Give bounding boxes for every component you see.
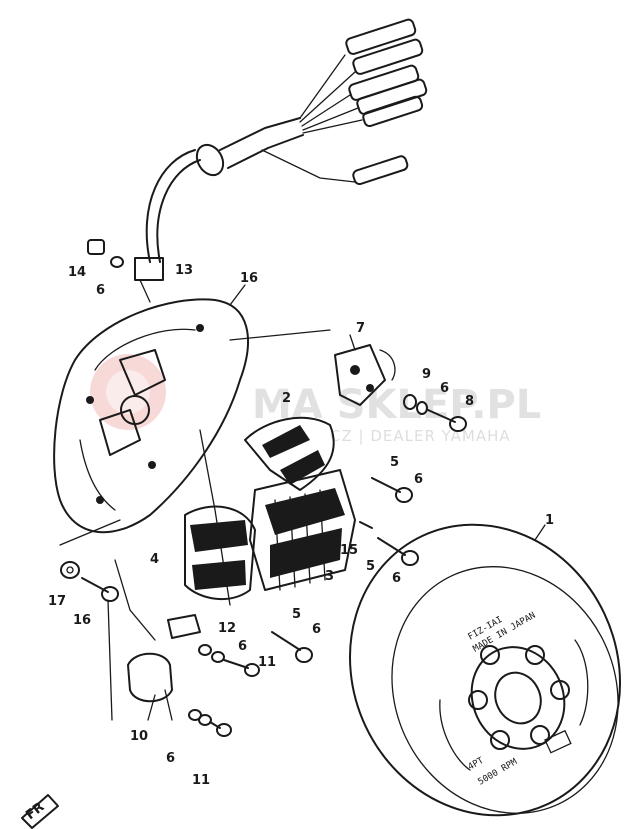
callout-2: 2 bbox=[282, 391, 291, 406]
stator-base-plate bbox=[53, 298, 249, 534]
watermark: MA SKLEP.PL CZ | DEALER YAMAHA bbox=[90, 354, 541, 445]
callout-6: 6 bbox=[96, 283, 105, 298]
callout-11: 11 bbox=[192, 773, 210, 788]
callout-11: 11 bbox=[258, 655, 276, 670]
wire-harness bbox=[145, 18, 428, 263]
callout-6: 6 bbox=[166, 751, 175, 766]
callout-5: 5 bbox=[390, 455, 399, 470]
callout-6: 6 bbox=[414, 472, 423, 487]
callout-15: 15 bbox=[340, 543, 358, 558]
contact-breaker bbox=[334, 344, 467, 432]
screw-set bbox=[271, 477, 419, 663]
source-coil bbox=[244, 416, 335, 491]
callout-3: 3 bbox=[325, 569, 334, 584]
callout-5: 5 bbox=[366, 559, 375, 574]
callout-14: 14 bbox=[68, 265, 86, 280]
callout-13: 13 bbox=[175, 263, 193, 278]
callout-numbers: 14 6 13 16 7 9 6 8 2 5 6 4 15 3 5 6 1 17… bbox=[48, 263, 554, 788]
callout-12: 12 bbox=[218, 621, 236, 636]
callout-6: 6 bbox=[312, 622, 321, 637]
callout-9: 9 bbox=[422, 367, 431, 382]
callout-7: 7 bbox=[356, 321, 365, 336]
condenser bbox=[127, 652, 232, 737]
flywheel-text-3: 4PT bbox=[467, 756, 487, 773]
bolt-and-washer bbox=[60, 561, 119, 602]
callout-16: 16 bbox=[73, 613, 91, 628]
pulser-coil bbox=[184, 429, 256, 606]
bracket bbox=[167, 614, 260, 677]
watermark-sub-text: CZ | DEALER YAMAHA bbox=[330, 427, 511, 445]
wire-clamp bbox=[87, 239, 164, 303]
callout-1: 1 bbox=[545, 513, 554, 528]
callout-4: 4 bbox=[150, 552, 159, 567]
callout-5: 5 bbox=[292, 607, 301, 622]
front-direction-mark: FR bbox=[21, 794, 59, 829]
callout-16: 16 bbox=[240, 271, 258, 286]
callout-17: 17 bbox=[48, 594, 66, 609]
callout-10: 10 bbox=[130, 729, 148, 744]
callout-6: 6 bbox=[440, 381, 449, 396]
watermark-main-text: MA SKLEP.PL bbox=[252, 382, 541, 428]
callout-6: 6 bbox=[238, 639, 247, 654]
leader-lines bbox=[59, 284, 546, 721]
callout-8: 8 bbox=[465, 394, 474, 409]
lighting-coil bbox=[249, 469, 356, 591]
connector bbox=[345, 18, 428, 186]
callout-6: 6 bbox=[392, 571, 401, 586]
front-mark-text: FR bbox=[23, 800, 47, 823]
